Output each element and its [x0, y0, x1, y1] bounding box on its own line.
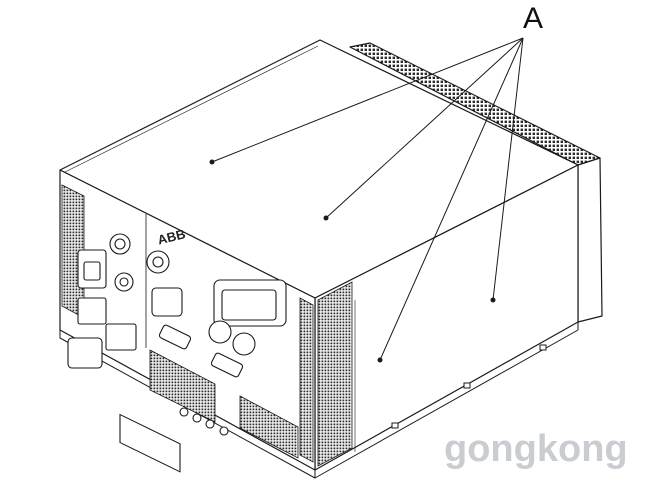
- side-vent: [317, 281, 353, 467]
- side-tab-1: [391, 422, 399, 429]
- power-inlet-box: [77, 297, 107, 325]
- side-tab-3: [539, 344, 547, 351]
- dsub-connector-2: [210, 352, 244, 378]
- side-tab-2: [463, 382, 471, 389]
- target-dot-2: [323, 215, 329, 221]
- dsub-connector-1: [158, 324, 192, 350]
- foot-3: [205, 419, 215, 429]
- target-dot-4: [490, 297, 496, 303]
- leader-line-2: [325, 37, 524, 219]
- bottom-plate: [119, 413, 181, 473]
- watermark-text: gongkong: [444, 428, 628, 470]
- bottom-vent-right: [239, 395, 299, 459]
- front-switch-box: [105, 323, 137, 351]
- foot-4: [219, 426, 229, 436]
- front-right-vent: [299, 297, 314, 463]
- foot-1: [179, 407, 189, 417]
- round-connector-1: [208, 320, 232, 344]
- rear-heatsink-side: [577, 157, 603, 323]
- leader-line-4: [492, 37, 524, 301]
- round-connector-2: [232, 332, 256, 356]
- leader-line-1: [211, 37, 524, 163]
- connector-bracket: [151, 287, 183, 317]
- leader-line-3: [379, 37, 524, 361]
- power-inlet-plug: [67, 337, 103, 369]
- target-dot-3: [377, 357, 383, 363]
- target-dot-1: [209, 159, 215, 165]
- callout-label: A: [523, 2, 544, 35]
- bottom-vent-left: [149, 349, 216, 423]
- foot-2: [192, 413, 202, 423]
